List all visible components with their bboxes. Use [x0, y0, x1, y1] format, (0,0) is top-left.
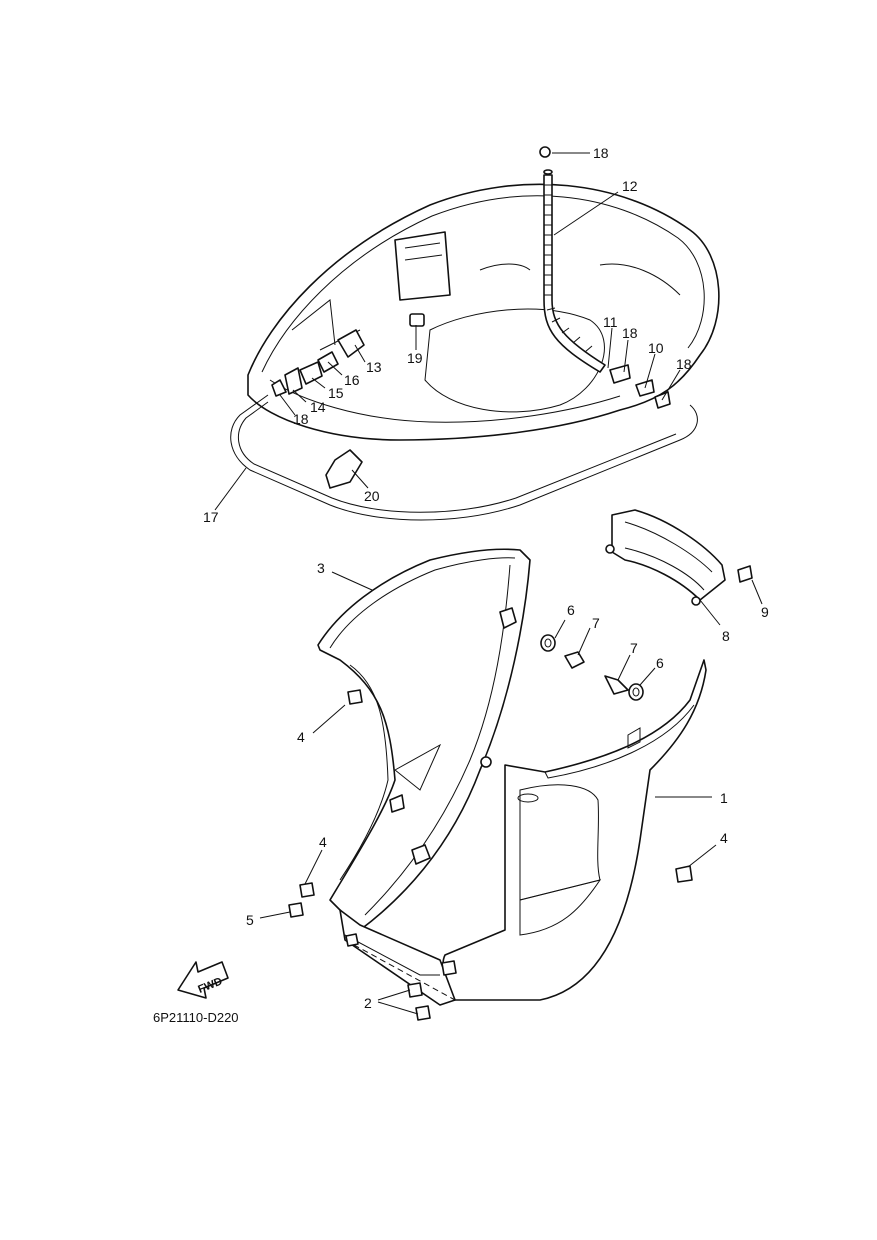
cowling-base [339, 909, 456, 1006]
callout-1: 1 [720, 790, 728, 806]
lower-cowling-port [317, 548, 531, 931]
hose-loop [230, 394, 698, 521]
callout-7-upper: 7 [592, 615, 600, 631]
fwd-arrow-icon: FWD [177, 961, 229, 999]
callout-19: 19 [407, 350, 423, 366]
callout-18-right-b: 18 [676, 356, 692, 372]
callout-16: 16 [344, 372, 360, 388]
tray-fittings [271, 146, 671, 489]
callout-15: 15 [328, 385, 344, 401]
callout-7-lower: 7 [630, 640, 638, 656]
callout-20: 20 [364, 488, 380, 504]
callout-4-right: 4 [720, 830, 728, 846]
callout-12: 12 [622, 178, 638, 194]
callout-6-upper: 6 [567, 602, 575, 618]
callout-14: 14 [310, 399, 326, 415]
callout-17: 17 [203, 509, 219, 525]
callout-13: 13 [366, 359, 382, 375]
callout-3: 3 [317, 560, 325, 576]
callout-4-left-upper: 4 [297, 729, 305, 745]
callout-9: 9 [761, 604, 769, 620]
callout-11: 11 [603, 314, 618, 330]
leader-lines [214, 152, 763, 1015]
callout-18-right-a: 18 [622, 325, 638, 341]
callout-labels: 18 12 11 18 10 18 19 13 16 15 14 18 20 1… [203, 145, 769, 1011]
callout-8: 8 [722, 628, 730, 644]
fasteners [288, 565, 753, 1021]
callout-4-left-lower: 4 [319, 834, 327, 850]
rear-bracket [605, 509, 726, 606]
callout-10: 10 [648, 340, 664, 356]
callout-6-lower: 6 [656, 655, 664, 671]
callout-5: 5 [246, 912, 254, 928]
callout-18-top: 18 [593, 145, 609, 161]
flush-hose [543, 169, 606, 373]
callout-2: 2 [364, 995, 372, 1011]
diagram-code: 6P21110-D220 [153, 1010, 239, 1025]
callout-18-left: 18 [293, 411, 309, 427]
